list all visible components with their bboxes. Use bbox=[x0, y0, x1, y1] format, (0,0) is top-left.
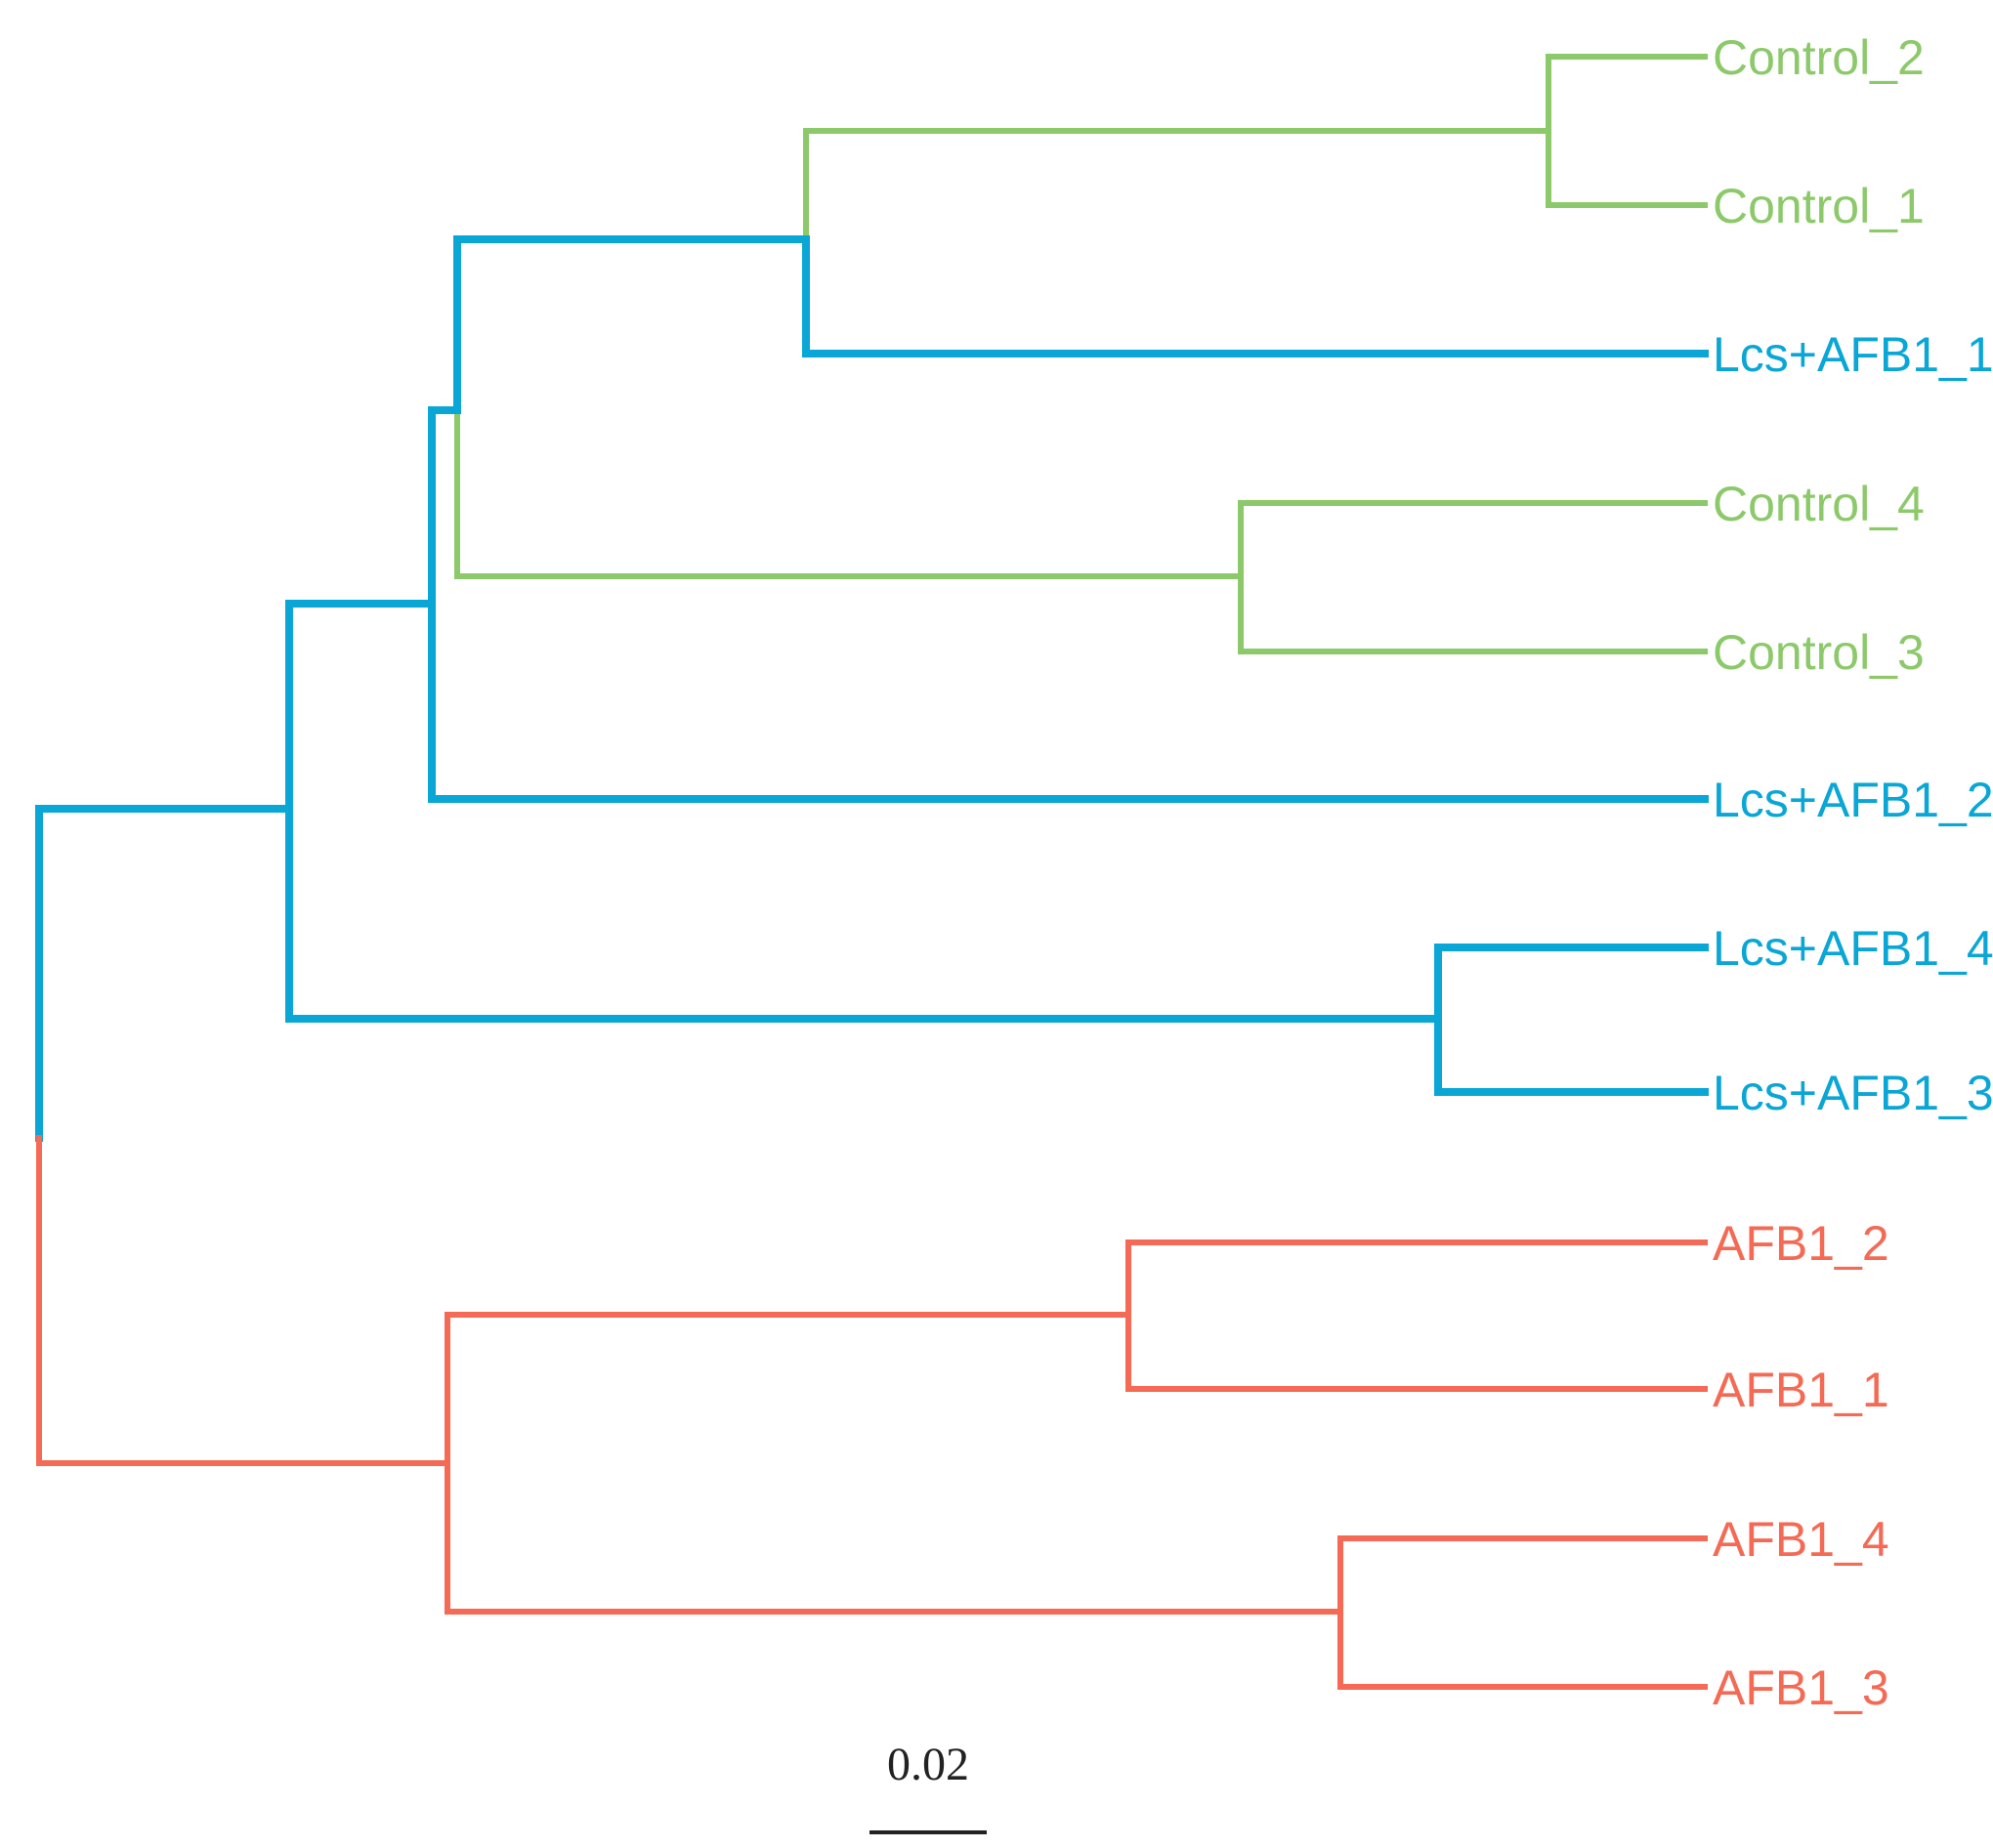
scale-bar: 0.02 bbox=[869, 1739, 987, 1834]
leaf-label-a3: AFB1_3 bbox=[1713, 1660, 1889, 1715]
leaf-label-c4: Control_4 bbox=[1713, 477, 1925, 531]
leaf-label-l4: Lcs+AFB1_4 bbox=[1713, 921, 1993, 976]
scale-bar-label: 0.02 bbox=[887, 1739, 969, 1790]
leaf-label-c3: Control_3 bbox=[1713, 625, 1925, 680]
leaf-label-l2: Lcs+AFB1_2 bbox=[1713, 773, 1993, 827]
leaf-label-c1: Control_1 bbox=[1713, 179, 1925, 233]
leaf-label-a2: AFB1_2 bbox=[1713, 1216, 1889, 1271]
leaf-label-a1: AFB1_1 bbox=[1713, 1363, 1889, 1417]
leaf-label-l3: Lcs+AFB1_3 bbox=[1713, 1066, 1993, 1120]
dendrogram-branches bbox=[35, 54, 1709, 1690]
leaf-label-a4: AFB1_4 bbox=[1713, 1512, 1889, 1567]
leaf-label-l1: Lcs+AFB1_1 bbox=[1713, 327, 1993, 382]
leaf-labels: Control_2Control_1Lcs+AFB1_1Control_4Con… bbox=[1713, 30, 1993, 1715]
leaf-label-c2: Control_2 bbox=[1713, 30, 1925, 85]
